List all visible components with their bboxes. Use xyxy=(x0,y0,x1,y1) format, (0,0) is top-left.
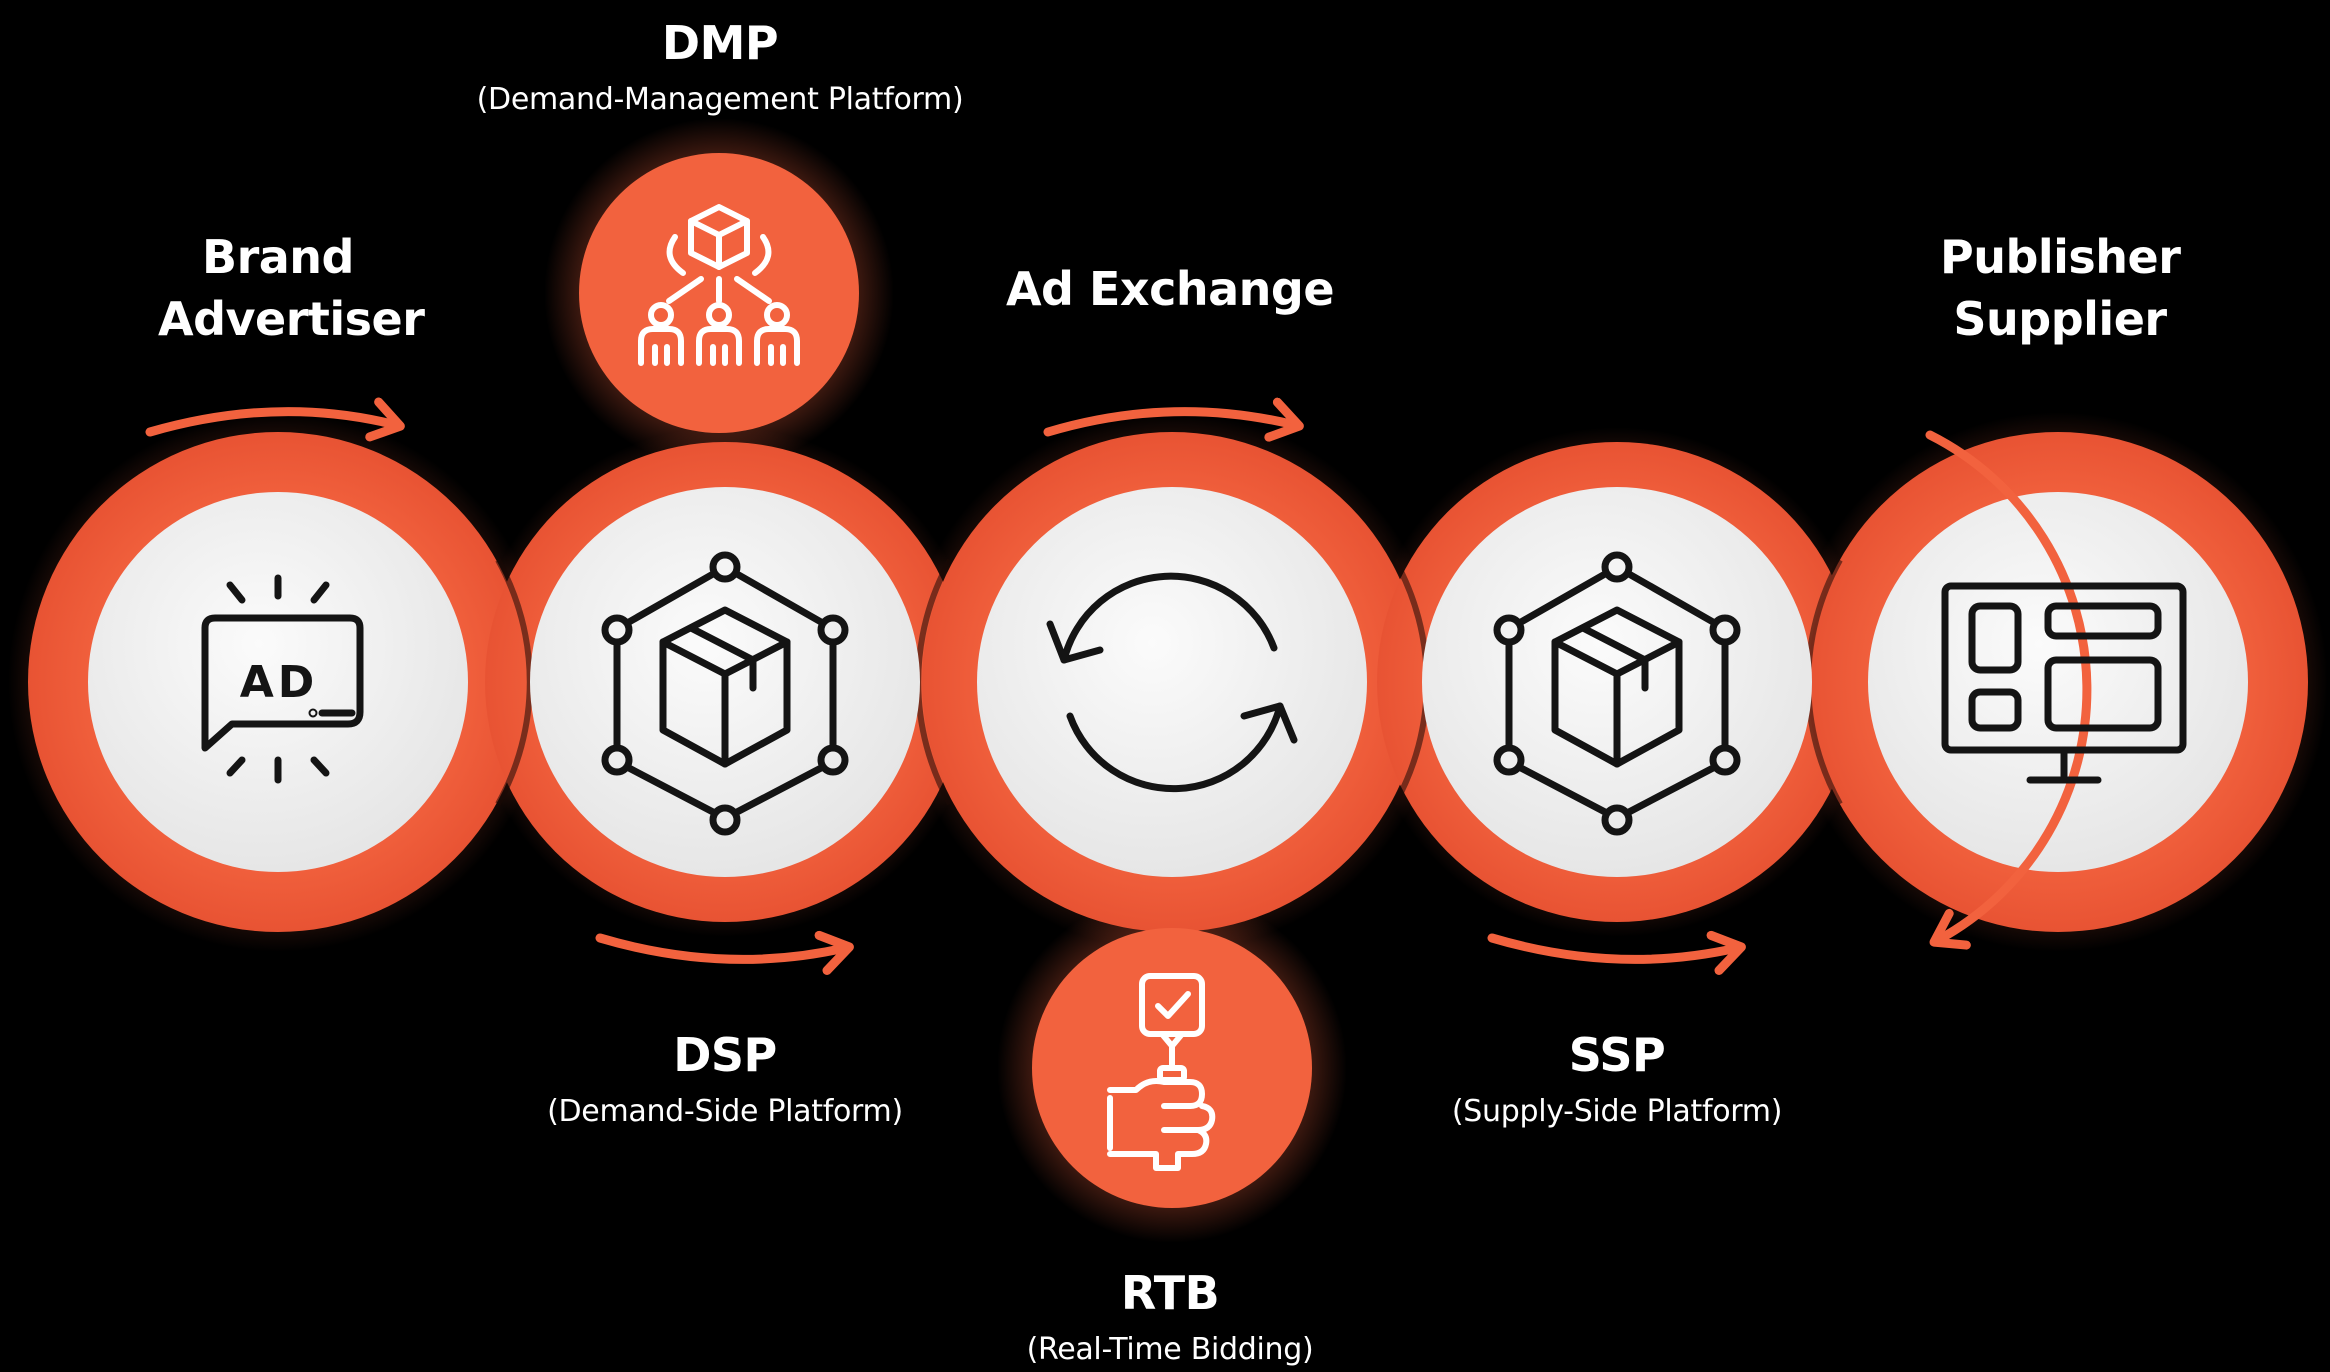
ssp-title: SSP xyxy=(1568,1028,1666,1082)
cube-audience-icon xyxy=(638,204,800,366)
rtb-label: RTB (Real-Time Bidding) xyxy=(930,1262,1410,1372)
ad-exchange-label: Ad Exchange xyxy=(920,258,1420,320)
arrow-publisher-return xyxy=(1925,430,2092,950)
ad-announcement-icon xyxy=(201,574,364,784)
box-network-icon xyxy=(601,551,849,836)
arrow-exchange-top xyxy=(1043,397,1304,442)
arrow-brand-top xyxy=(145,397,405,442)
ssp-subtitle: (Supply-Side Platform) xyxy=(1451,1094,1783,1129)
ad-exchange-disc xyxy=(977,487,1367,877)
ssp-label: SSP (Supply-Side Platform) xyxy=(1372,1024,1862,1134)
dmp-subtitle: (Demand-Management Platform) xyxy=(476,82,964,117)
box-network-icon xyxy=(1493,551,1741,836)
arrow-dsp-bottom xyxy=(595,930,854,975)
disc-layer xyxy=(88,487,2248,877)
publisher-supplier-title: Publisher Supplier xyxy=(1940,230,2181,346)
dmp-label: DMP (Demand-Management Platform) xyxy=(420,12,1020,122)
brand-advertiser-label: Brand Advertiser xyxy=(118,226,438,350)
brand-advertiser-title: Brand Advertiser xyxy=(158,230,425,346)
monitor-layout-icon xyxy=(1941,582,2187,784)
brand-advertiser-disc xyxy=(88,492,468,872)
refresh-cycle-icon xyxy=(1046,572,1298,793)
ad-exchange-title: Ad Exchange xyxy=(1005,262,1335,316)
dmp-title: DMP xyxy=(661,16,779,70)
publisher-supplier-label: Publisher Supplier xyxy=(1900,226,2220,350)
dsp-subtitle: (Demand-Side Platform) xyxy=(547,1094,903,1129)
rtb-subtitle: (Real-Time Bidding) xyxy=(1026,1332,1314,1367)
ad-icon-text: AD xyxy=(240,657,319,708)
dsp-title: DSP xyxy=(673,1028,777,1082)
dsp-label: DSP (Demand-Side Platform) xyxy=(480,1024,970,1134)
hand-bid-sign-icon xyxy=(1107,973,1216,1171)
rtb-title: RTB xyxy=(1120,1266,1220,1320)
arrow-ssp-bottom xyxy=(1487,930,1746,975)
flow-arrows xyxy=(145,397,2092,975)
